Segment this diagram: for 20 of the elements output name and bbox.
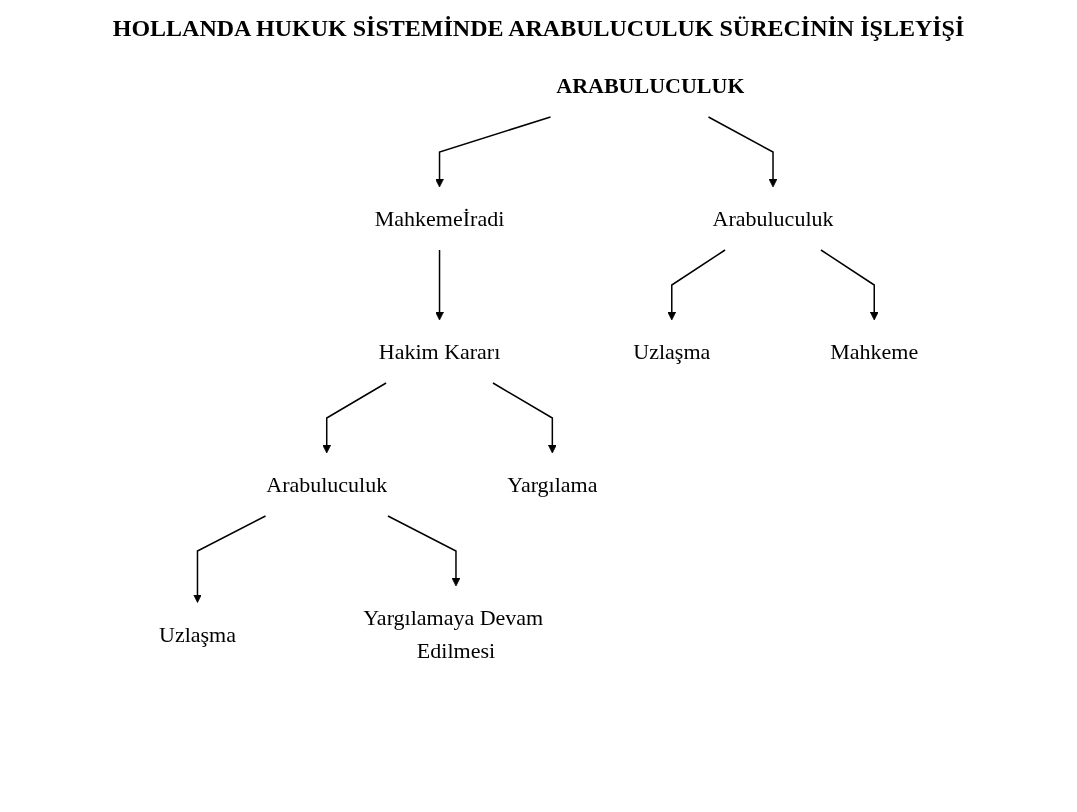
arrow (435, 116, 552, 188)
node-text: ARABULUCULUK (556, 73, 745, 98)
node-text: Mahkeme (830, 339, 919, 364)
node-text: Uzlaşma (633, 339, 711, 364)
arrow (667, 249, 726, 321)
node-text: Arabuluculuk (266, 472, 388, 497)
node-text: Uzlaşma (158, 621, 236, 647)
diagram-title: HOLLANDA HUKUK SİSTEMİNDE ARABULUCULUK SÜRECİNİN İŞLEYİŞİ (111, 14, 966, 43)
node-text: Yargılamaya Devam Edilmesi (363, 605, 544, 663)
node-text: Mahkemeİradi (374, 206, 505, 231)
node-text: Yargılama (507, 472, 598, 497)
arrow (492, 382, 557, 454)
arrow (435, 249, 444, 321)
arrow (387, 515, 461, 587)
arrow (820, 249, 879, 321)
node-text: Hakim Kararı (378, 339, 501, 364)
node-text: Arabuluculuk (712, 206, 834, 231)
arrow (192, 515, 267, 603)
arrow (707, 116, 778, 188)
arrow (322, 382, 387, 454)
